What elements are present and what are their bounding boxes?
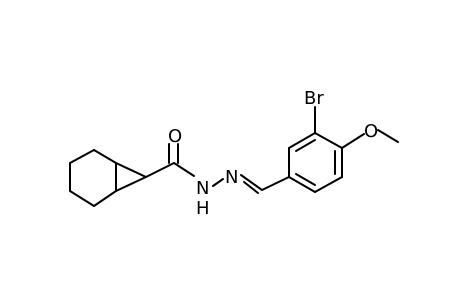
bond — [240, 174, 263, 191]
bond — [115, 162, 147, 178]
bond — [145, 162, 175, 178]
atom-label-imine-nitrogen: N — [225, 167, 238, 188]
bond — [173, 162, 195, 177]
aromatic-inner-line — [295, 139, 316, 152]
atom-label-amide-nitrogen: N — [196, 178, 209, 199]
bond — [93, 190, 117, 207]
bond — [69, 149, 95, 164]
bond — [314, 132, 343, 149]
benzene-ring — [288, 132, 343, 193]
bond — [314, 176, 343, 193]
cyclopropane-ring — [115, 162, 147, 192]
bond — [261, 176, 290, 191]
methoxy-substituent — [341, 129, 399, 149]
atom-label-bromine: Br — [304, 88, 324, 109]
bond — [341, 133, 365, 149]
atom-label-amide-hydrogen: H — [196, 198, 210, 219]
bond — [377, 129, 399, 143]
bond — [93, 149, 117, 164]
amide-carbonyl — [145, 143, 195, 178]
aromatic-inner-line — [295, 173, 316, 186]
atom-label-carbonyl-oxygen: O — [168, 126, 182, 147]
hydrazone-linkage — [212, 174, 290, 194]
double-bond-line — [243, 181, 259, 194]
bond — [69, 190, 95, 207]
cyclohexane-ring — [69, 149, 117, 207]
bond — [115, 176, 147, 192]
atom-label-ether-oxygen: O — [364, 121, 378, 142]
bond — [288, 176, 316, 193]
bond — [212, 178, 224, 187]
bond — [288, 132, 316, 149]
